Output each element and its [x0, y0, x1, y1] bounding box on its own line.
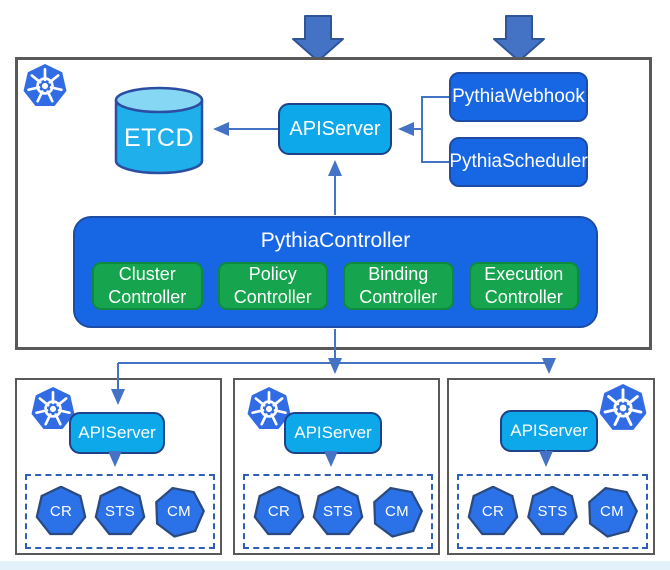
- binding-controller-label-2: Controller: [359, 287, 438, 307]
- kubernetes-icon: [23, 64, 67, 107]
- cluster2-apiserver-box: APIServer: [284, 412, 382, 454]
- cluster3-resources-box: CR STS CM: [457, 474, 648, 549]
- host-apiserver-box: APIServer: [278, 103, 392, 155]
- heptagon-icon: [312, 485, 364, 536]
- pythia-webhook-label: PythiaWebhook: [452, 86, 585, 107]
- etcd-database: ETCD: [112, 86, 206, 176]
- resource-sts-label: STS: [322, 503, 354, 520]
- policy-controller-box: Policy Controller: [217, 262, 328, 310]
- member-cluster-box-3: APIServer CR STS CM: [447, 378, 655, 555]
- cluster-controller-label-1: Cluster: [118, 264, 176, 284]
- pythia-webhook-box: PythiaWebhook: [449, 72, 588, 122]
- resource-cr-label: CR: [481, 503, 505, 520]
- resource-cr: CR: [253, 485, 305, 538]
- heptagon-icon: [35, 485, 87, 536]
- resource-cm-label: CM: [167, 503, 191, 520]
- cluster-controller-label-2: Controller: [108, 287, 187, 307]
- pythia-scheduler-label: PythiaScheduler: [449, 151, 588, 172]
- cluster1-resources-box: CR STS CM: [25, 474, 215, 549]
- resource-cm-label: CM: [385, 503, 409, 520]
- execution-controller-label-2: Controller: [484, 287, 563, 307]
- bottom-strip: [0, 561, 670, 570]
- heptagon-icon: [94, 485, 146, 536]
- heptagon-icon: [253, 485, 305, 536]
- heptagon-icon: [527, 485, 578, 536]
- cluster1-apiserver-box: APIServer: [69, 412, 165, 454]
- resource-cm: CM: [586, 486, 638, 538]
- resource-sts: STS: [94, 485, 146, 538]
- resource-sts: STS: [312, 485, 364, 538]
- resource-cr-label: CR: [49, 503, 73, 520]
- pythia-controller-title: PythiaController: [260, 229, 411, 252]
- cluster2-apiserver-label: APIServer: [294, 423, 372, 442]
- flow-down-arrow-right-icon: [493, 15, 545, 62]
- resource-sts-label: STS: [537, 503, 568, 520]
- cluster-controller-box: Cluster Controller: [92, 262, 203, 310]
- resource-cm: CM: [371, 486, 423, 538]
- flow-down-arrow-left-icon: [292, 15, 344, 62]
- cluster2-resources-box: CR STS CM: [243, 474, 433, 549]
- binding-controller-box: Binding Controller: [343, 262, 454, 310]
- member-cluster-box-2: APIServer CR STS CM: [233, 378, 440, 555]
- resource-cm-label: CM: [600, 503, 624, 520]
- cluster1-apiserver-label: APIServer: [78, 423, 156, 442]
- pythia-controller-box: PythiaController Cluster Controller Poli…: [73, 216, 598, 328]
- kubernetes-icon: [599, 384, 647, 430]
- etcd-label: ETCD: [123, 124, 195, 152]
- execution-controller-box: Execution Controller: [468, 262, 579, 310]
- member-cluster-box-1: APIServer CR STS CM: [15, 378, 222, 555]
- resource-sts: STS: [527, 485, 579, 538]
- execution-controller-label-1: Execution: [484, 264, 564, 284]
- kubernetes-icon: [31, 387, 75, 430]
- heptagon-icon: [467, 485, 519, 536]
- database-cylinder-icon: [114, 86, 204, 175]
- cluster3-apiserver-label: APIServer: [510, 421, 588, 440]
- kubernetes-icon: [247, 387, 291, 430]
- policy-controller-label-1: Policy: [248, 264, 297, 284]
- sub-controller-row: Cluster Controller Policy Controller Bin…: [92, 262, 579, 310]
- resource-cr: CR: [467, 485, 519, 538]
- binding-controller-label-1: Binding: [368, 264, 429, 284]
- resource-sts-label: STS: [104, 503, 136, 520]
- resource-cr-label: CR: [267, 503, 291, 520]
- host-apiserver-label: APIServer: [289, 117, 381, 140]
- pythia-scheduler-box: PythiaScheduler: [449, 137, 588, 187]
- resource-cm: CM: [153, 486, 205, 538]
- resource-cr: CR: [35, 485, 87, 538]
- policy-controller-label-2: Controller: [233, 287, 312, 307]
- cluster3-apiserver-box: APIServer: [500, 410, 598, 452]
